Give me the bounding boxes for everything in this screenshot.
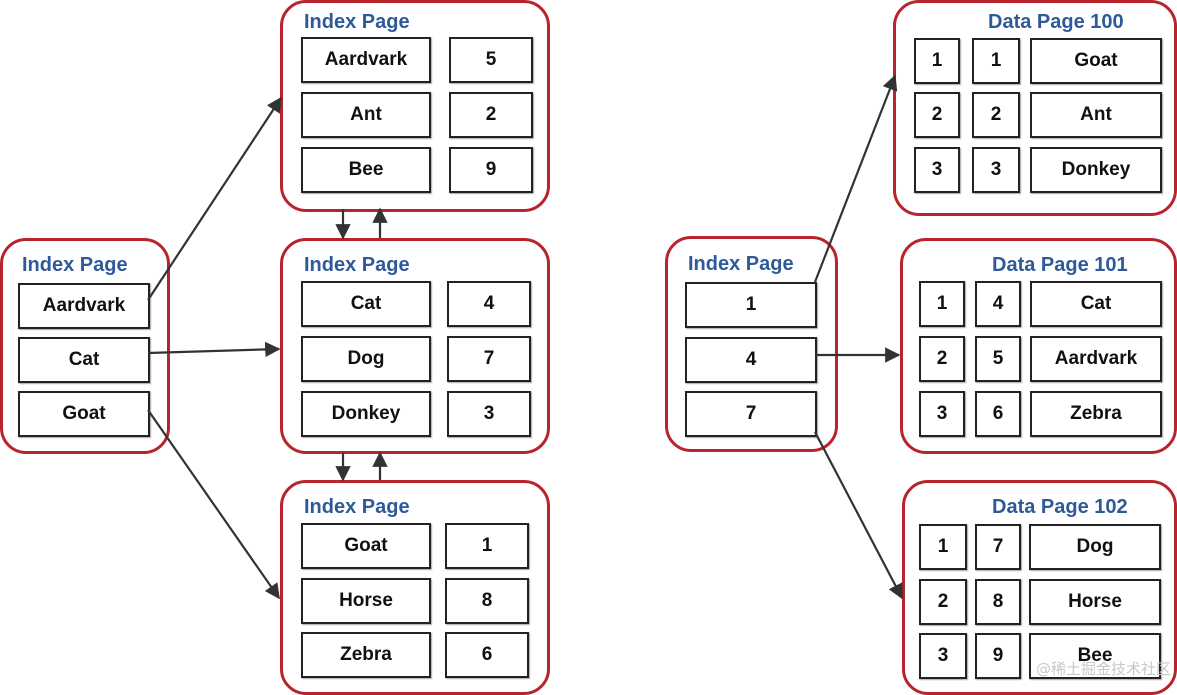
index-key-cell: Aardvark <box>301 37 431 83</box>
data-page-101: Data Page 101 1 4 Cat 2 5 Aardvark 3 6 Z… <box>900 238 1177 454</box>
data-value-cell: Horse <box>1029 579 1161 625</box>
data-id-cell: 9 <box>975 633 1021 679</box>
data-slot-cell: 3 <box>914 147 960 193</box>
data-slot-cell: 3 <box>919 391 965 437</box>
data-value-cell: Cat <box>1030 281 1162 327</box>
middle-index-page-3: Index Page Goat 1 Horse 8 Zebra 6 <box>280 480 550 695</box>
right-index-page: Index Page 1 4 7 <box>665 236 838 452</box>
index-key-cell: Cat <box>301 281 431 327</box>
data-slot-cell: 1 <box>914 38 960 84</box>
left-index-entry: Cat <box>18 337 150 383</box>
index-key-cell: Zebra <box>301 632 431 678</box>
data-page-100: Data Page 100 1 1 Goat 2 2 Ant 3 3 Donke… <box>893 0 1177 216</box>
index-key-cell: Dog <box>301 336 431 382</box>
index-pointer-cell: 6 <box>445 632 529 678</box>
index-key-cell: Bee <box>301 147 431 193</box>
data-slot-cell: 3 <box>919 633 967 679</box>
middle-index-page-1: Index Page Aardvark 5 Ant 2 Bee 9 <box>280 0 550 212</box>
index-key-cell: Donkey <box>301 391 431 437</box>
data-slot-cell: 2 <box>919 579 967 625</box>
data-slot-cell: 2 <box>919 336 965 382</box>
index-pointer-cell: 8 <box>445 578 529 624</box>
data-id-cell: 8 <box>975 579 1021 625</box>
right-index-entry: 4 <box>685 337 817 383</box>
watermark: @稀土掘金技术社区 <box>1035 660 1171 678</box>
middle-index-page-title: Index Page <box>304 11 410 33</box>
left-index-entry: Aardvark <box>18 283 150 329</box>
data-id-cell: 6 <box>975 391 1021 437</box>
index-pointer-cell: 1 <box>445 523 529 569</box>
index-pointer-cell: 9 <box>449 147 533 193</box>
data-id-cell: 3 <box>972 147 1020 193</box>
data-id-cell: 1 <box>972 38 1020 84</box>
data-page-title: Data Page 102 <box>992 496 1128 518</box>
middle-index-page-title: Index Page <box>304 254 410 276</box>
data-value-cell: Bee <box>1029 633 1161 679</box>
arrow-1-to-data-page-100 <box>813 74 898 283</box>
data-value-cell: Zebra <box>1030 391 1162 437</box>
right-index-page-title: Index Page <box>688 253 794 275</box>
arrow-goat-to-index-page-3 <box>147 409 280 600</box>
index-pointer-cell: 3 <box>447 391 531 437</box>
left-index-page: Index Page Aardvark Cat Goat <box>0 238 170 454</box>
data-value-cell: Goat <box>1030 38 1162 84</box>
index-key-cell: Horse <box>301 578 431 624</box>
left-index-entry: Goat <box>18 391 150 437</box>
middle-index-page-2: Index Page Cat 4 Dog 7 Donkey 3 <box>280 238 550 454</box>
left-index-page-title: Index Page <box>22 254 128 276</box>
right-index-entry: 1 <box>685 282 817 328</box>
data-value-cell: Dog <box>1029 524 1161 570</box>
index-pointer-cell: 2 <box>449 92 533 138</box>
middle-index-page-title: Index Page <box>304 496 410 518</box>
data-slot-cell: 2 <box>914 92 960 138</box>
data-page-102: Data Page 102 1 7 Dog 2 8 Horse 3 9 Bee <box>902 480 1177 695</box>
data-value-cell: Aardvark <box>1030 336 1162 382</box>
arrow-aardvark-to-index-page-1 <box>147 96 282 301</box>
data-value-cell: Donkey <box>1030 147 1162 193</box>
index-pointer-cell: 5 <box>449 37 533 83</box>
data-id-cell: 7 <box>975 524 1021 570</box>
index-key-cell: Goat <box>301 523 431 569</box>
data-slot-cell: 1 <box>919 281 965 327</box>
data-id-cell: 4 <box>975 281 1021 327</box>
arrow-cat-to-index-page-2 <box>147 341 281 358</box>
index-pointer-cell: 4 <box>447 281 531 327</box>
data-id-cell: 5 <box>975 336 1021 382</box>
right-index-entry: 7 <box>685 391 817 437</box>
data-slot-cell: 1 <box>919 524 967 570</box>
arrow-7-to-data-page-102 <box>814 431 903 600</box>
data-page-title: Data Page 101 <box>992 254 1128 276</box>
data-value-cell: Ant <box>1030 92 1162 138</box>
data-id-cell: 2 <box>972 92 1020 138</box>
index-pointer-cell: 7 <box>447 336 531 382</box>
data-page-title: Data Page 100 <box>988 11 1124 33</box>
index-key-cell: Ant <box>301 92 431 138</box>
